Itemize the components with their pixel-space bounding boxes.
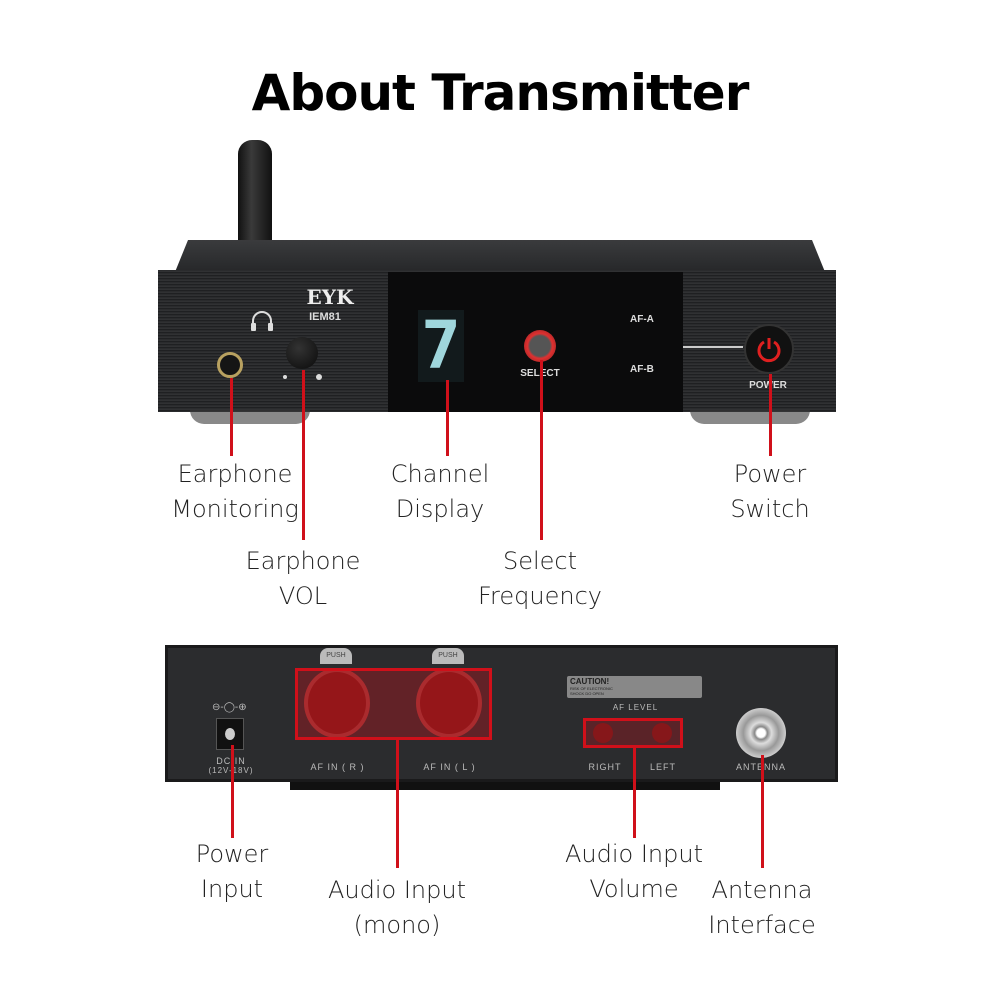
callout-text: Volume xyxy=(589,875,679,903)
af-b-indicator: AF-B xyxy=(630,364,654,375)
callout-text: Power xyxy=(195,840,269,868)
af-a-indicator: AF-A xyxy=(630,314,654,325)
earphone-jack[interactable] xyxy=(217,352,243,378)
front-top-face xyxy=(175,240,825,272)
channel-display: 7 xyxy=(418,310,464,382)
callout-line-power-input xyxy=(231,745,234,838)
af-level-left-trim[interactable] xyxy=(652,723,672,743)
select-label: SELECT xyxy=(510,368,570,379)
af-level-right-trim[interactable] xyxy=(593,723,613,743)
callout-text: VOL xyxy=(278,582,328,610)
callout-text: Audio Input xyxy=(565,840,703,868)
foot-left xyxy=(190,410,310,424)
volume-knob[interactable] xyxy=(286,337,318,369)
rear-shadow xyxy=(290,780,720,790)
callout-text: Antenna xyxy=(711,876,813,904)
callout-line-earphone-monitoring xyxy=(230,378,233,456)
audio-input-highlight xyxy=(295,668,492,740)
page-title: About Transmitter xyxy=(251,64,750,122)
callout-text: Audio Input xyxy=(328,876,466,904)
push-tab-l: PUSH xyxy=(432,648,464,664)
dc-symbol: ⊖-◯-⊕ xyxy=(212,702,247,713)
dc-in-label: DC IN xyxy=(216,756,246,766)
push-tab-r: PUSH xyxy=(320,648,352,664)
model-label: IEM81 xyxy=(309,311,341,323)
knob-dot-max xyxy=(316,374,322,380)
af-in-r-label: AF IN ( R ) xyxy=(310,762,365,772)
rear-panel xyxy=(165,645,838,782)
callout-text: Frequency xyxy=(478,582,602,610)
callout-line-channel-display xyxy=(446,380,449,456)
power-label: POWER xyxy=(749,380,787,391)
callout-line-audio-input xyxy=(396,740,399,868)
channel-digit: 7 xyxy=(421,307,461,384)
right-label: RIGHT xyxy=(588,762,622,772)
af-level-label: AF LEVEL xyxy=(612,703,659,712)
antenna-label: ANTENNA xyxy=(725,762,797,772)
callout-text: Input xyxy=(200,875,264,903)
callout-text: Channel xyxy=(390,460,490,488)
brand-logo: EYK xyxy=(306,285,354,309)
left-label: LEFT xyxy=(649,762,676,772)
caution-label: CAUTION! xyxy=(570,677,610,686)
callout-text: Display xyxy=(395,495,485,523)
caution-sticker: CAUTION! RISK OF ELECTRONIC SHOCK DO OPE… xyxy=(567,676,702,698)
callout-line-earphone-vol xyxy=(302,370,305,540)
callout-text: Select xyxy=(502,547,578,575)
callout-text: Monitoring xyxy=(171,495,299,523)
callout-audio-input: Audio Input (mono) xyxy=(287,873,507,943)
select-button[interactable] xyxy=(524,330,556,362)
foot-right xyxy=(690,410,810,424)
callout-text: Power xyxy=(733,460,807,488)
power-button[interactable] xyxy=(744,324,794,374)
power-icon xyxy=(757,338,781,363)
callout-text: Interface xyxy=(708,911,816,939)
callout-line-antenna-interface xyxy=(761,755,764,868)
callout-text: Earphone xyxy=(245,547,361,575)
knob-dot-min xyxy=(283,375,287,379)
dc-range-label: (12V-18V) xyxy=(200,766,262,775)
xlr-combo-jack-l[interactable] xyxy=(416,668,482,738)
dc-input-jack[interactable] xyxy=(216,718,244,750)
af-in-l-label: AF IN ( L ) xyxy=(423,762,476,772)
antenna-connector[interactable] xyxy=(736,708,786,758)
callout-text: (mono) xyxy=(353,911,441,939)
callout-line-power-switch xyxy=(769,374,772,456)
callout-line-select-frequency xyxy=(540,360,543,540)
af-level-highlight xyxy=(583,718,683,748)
callout-line-audio-input-volume xyxy=(633,748,636,838)
caution-subtext: RISK OF ELECTRONIC SHOCK DO OPEN xyxy=(570,686,613,696)
callout-text: Switch xyxy=(730,495,810,523)
callout-text: Earphone xyxy=(177,460,293,488)
panel-divider xyxy=(683,346,743,348)
headphone-icon xyxy=(250,310,274,332)
